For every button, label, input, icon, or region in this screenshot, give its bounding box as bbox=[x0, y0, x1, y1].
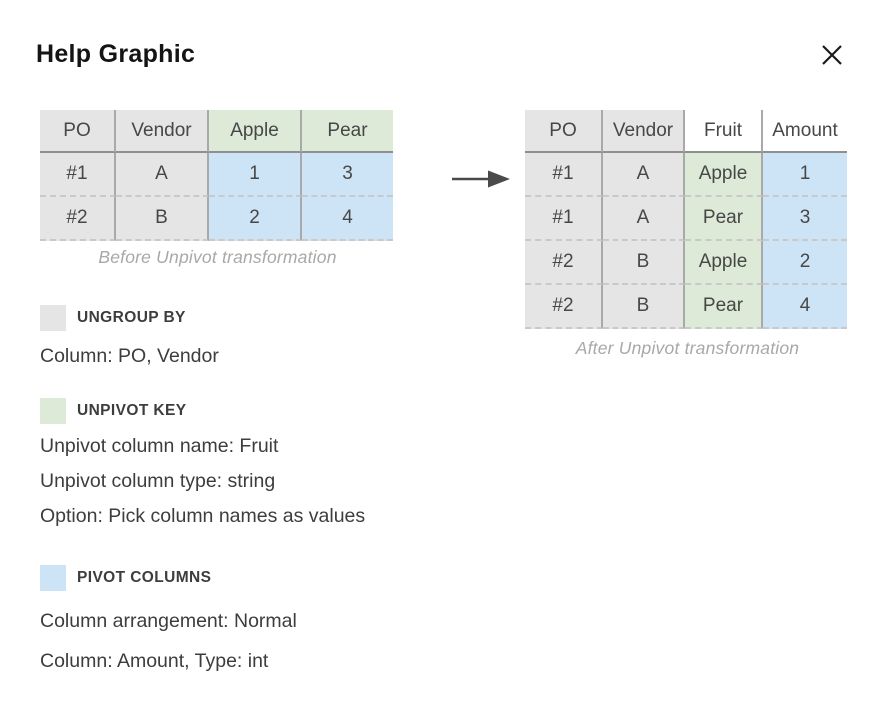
after-table: PO Vendor Fruit Amount #1 A Apple 1 #1 A… bbox=[525, 110, 847, 329]
before-header-row: PO Vendor Apple Pear bbox=[40, 110, 393, 153]
table-cell: Pear bbox=[685, 197, 763, 241]
table-cell: #1 bbox=[525, 197, 603, 241]
ungroup-by-color-swatch bbox=[40, 305, 66, 331]
table-cell: A bbox=[116, 153, 209, 197]
before-header-apple: Apple bbox=[209, 110, 302, 153]
before-header-vendor: Vendor bbox=[116, 110, 209, 153]
table-cell: B bbox=[116, 197, 209, 241]
unpivot-column-name-text: Unpivot column name: Fruit bbox=[40, 435, 279, 457]
ungroup-by-heading: UNGROUP BY bbox=[77, 309, 186, 326]
before-header-pear: Pear bbox=[302, 110, 393, 153]
table-cell: 3 bbox=[763, 197, 847, 241]
legend-section-pivot-columns: PIVOT COLUMNS Column arrangement: Normal… bbox=[40, 565, 470, 674]
table-cell: 1 bbox=[763, 153, 847, 197]
table-cell: #1 bbox=[40, 153, 116, 197]
after-table-caption: After Unpivot transformation bbox=[575, 338, 800, 358]
unpivot-key-color-swatch bbox=[40, 398, 66, 424]
table-cell: #2 bbox=[525, 285, 603, 329]
after-header-po: PO bbox=[525, 110, 603, 153]
table-row: #1 A Apple 1 bbox=[525, 153, 847, 197]
table-cell: A bbox=[603, 153, 685, 197]
table-cell: #2 bbox=[40, 197, 116, 241]
pivot-arrangement-text: Column arrangement: Normal bbox=[40, 610, 297, 632]
pivot-columns-color-swatch bbox=[40, 565, 66, 591]
table-row: #2 B 2 4 bbox=[40, 197, 393, 241]
table-cell: 1 bbox=[209, 153, 302, 197]
table-cell: 2 bbox=[763, 241, 847, 285]
ungroup-by-columns-text: Column: PO, Vendor bbox=[40, 345, 219, 367]
transform-arrow-icon bbox=[452, 170, 510, 188]
legend-section-unpivot-key: UNPIVOT KEY Unpivot column name: Fruit U… bbox=[40, 398, 470, 529]
table-cell: A bbox=[603, 197, 685, 241]
table-cell: 4 bbox=[763, 285, 847, 329]
table-row: #2 B Apple 2 bbox=[525, 241, 847, 285]
table-cell: #1 bbox=[525, 153, 603, 197]
after-header-amount: Amount bbox=[763, 110, 847, 153]
table-cell: 4 bbox=[302, 197, 393, 241]
unpivot-column-type-text: Unpivot column type: string bbox=[40, 470, 276, 492]
after-header-vendor: Vendor bbox=[603, 110, 685, 153]
close-button[interactable] bbox=[812, 36, 852, 74]
before-header-po: PO bbox=[40, 110, 116, 153]
before-table: PO Vendor Apple Pear #1 A 1 3 #2 B 2 4 bbox=[40, 110, 393, 241]
table-cell: #2 bbox=[525, 241, 603, 285]
table-cell: B bbox=[603, 241, 685, 285]
pivot-column-type-text: Column: Amount, Type: int bbox=[40, 650, 269, 672]
table-cell: Apple bbox=[685, 153, 763, 197]
table-cell: Pear bbox=[685, 285, 763, 329]
table-cell: 3 bbox=[302, 153, 393, 197]
close-icon bbox=[822, 45, 842, 65]
table-cell: B bbox=[603, 285, 685, 329]
table-cell: Apple bbox=[685, 241, 763, 285]
legend-section-ungroup-by: UNGROUP BY Column: PO, Vendor bbox=[40, 305, 470, 369]
table-row: #1 A Pear 3 bbox=[525, 197, 847, 241]
table-cell: 2 bbox=[209, 197, 302, 241]
unpivot-key-heading: UNPIVOT KEY bbox=[77, 402, 187, 419]
table-row: #2 B Pear 4 bbox=[525, 285, 847, 329]
table-row: #1 A 1 3 bbox=[40, 153, 393, 197]
before-table-caption: Before Unpivot transformation bbox=[98, 247, 337, 267]
unpivot-option-text: Option: Pick column names as values bbox=[40, 505, 366, 527]
after-header-row: PO Vendor Fruit Amount bbox=[525, 110, 847, 153]
page-title: Help Graphic bbox=[36, 40, 196, 68]
pivot-columns-heading: PIVOT COLUMNS bbox=[77, 569, 212, 586]
after-header-fruit: Fruit bbox=[685, 110, 763, 153]
